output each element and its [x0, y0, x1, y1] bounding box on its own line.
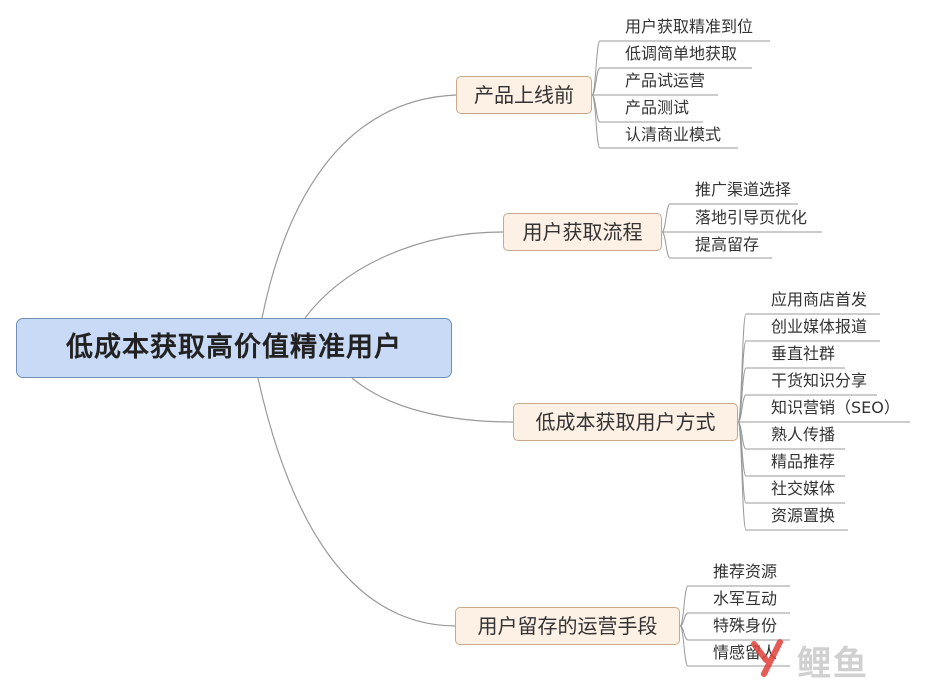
leaf-topic[interactable]: 知识营销（SEO）: [771, 398, 900, 417]
leaf-topic[interactable]: 提高留存: [695, 235, 760, 254]
leaf-topic[interactable]: 干货知识分享: [771, 371, 868, 390]
branch-retention-tactics[interactable]: 用户留存的运营手段: [455, 607, 680, 645]
leaf-topic[interactable]: 熟人传播: [771, 425, 836, 444]
leaf-topic[interactable]: 水军互动: [713, 589, 778, 608]
watermark-text: 鲤鱼: [797, 644, 869, 684]
leaf-topic[interactable]: 用户获取精准到位: [625, 17, 754, 36]
leaf-topic[interactable]: 落地引导页优化: [695, 208, 808, 227]
leaf-topic[interactable]: 产品试运营: [625, 71, 706, 90]
connector-root-branch-2: [304, 231, 504, 319]
leaf-topic[interactable]: 应用商店首发: [771, 290, 868, 309]
leaf-topic[interactable]: 产品测试: [625, 98, 690, 117]
leaf-topic[interactable]: 推荐资源: [713, 562, 778, 581]
branch-pre-launch[interactable]: 产品上线前: [456, 76, 592, 114]
leaf-topic[interactable]: 垂直社群: [771, 344, 836, 363]
connector-root-branch-3: [351, 377, 514, 423]
branch-acquisition-flow[interactable]: 用户获取流程: [503, 213, 662, 251]
leaf-topic[interactable]: 精品推荐: [771, 452, 836, 471]
leaf-topic[interactable]: 推广渠道选择: [695, 180, 792, 199]
connector-root-branch-1: [261, 94, 457, 319]
root-topic[interactable]: 低成本获取高价值精准用户: [16, 318, 452, 378]
leaf-topic[interactable]: 资源置换: [771, 506, 836, 525]
leaf-topic[interactable]: 创业媒体报道: [771, 317, 868, 336]
watermark-logo: [751, 639, 783, 677]
leaf-topic[interactable]: 特殊身份: [713, 616, 778, 635]
leaf-topic[interactable]: 认清商业模式: [625, 125, 722, 144]
branch-low-cost-methods[interactable]: 低成本获取用户方式: [513, 403, 738, 441]
leaf-topic[interactable]: 低调简单地获取: [625, 44, 738, 63]
leaf-topic[interactable]: 社交媒体: [771, 479, 836, 498]
connector-root-branch-4: [257, 377, 456, 627]
